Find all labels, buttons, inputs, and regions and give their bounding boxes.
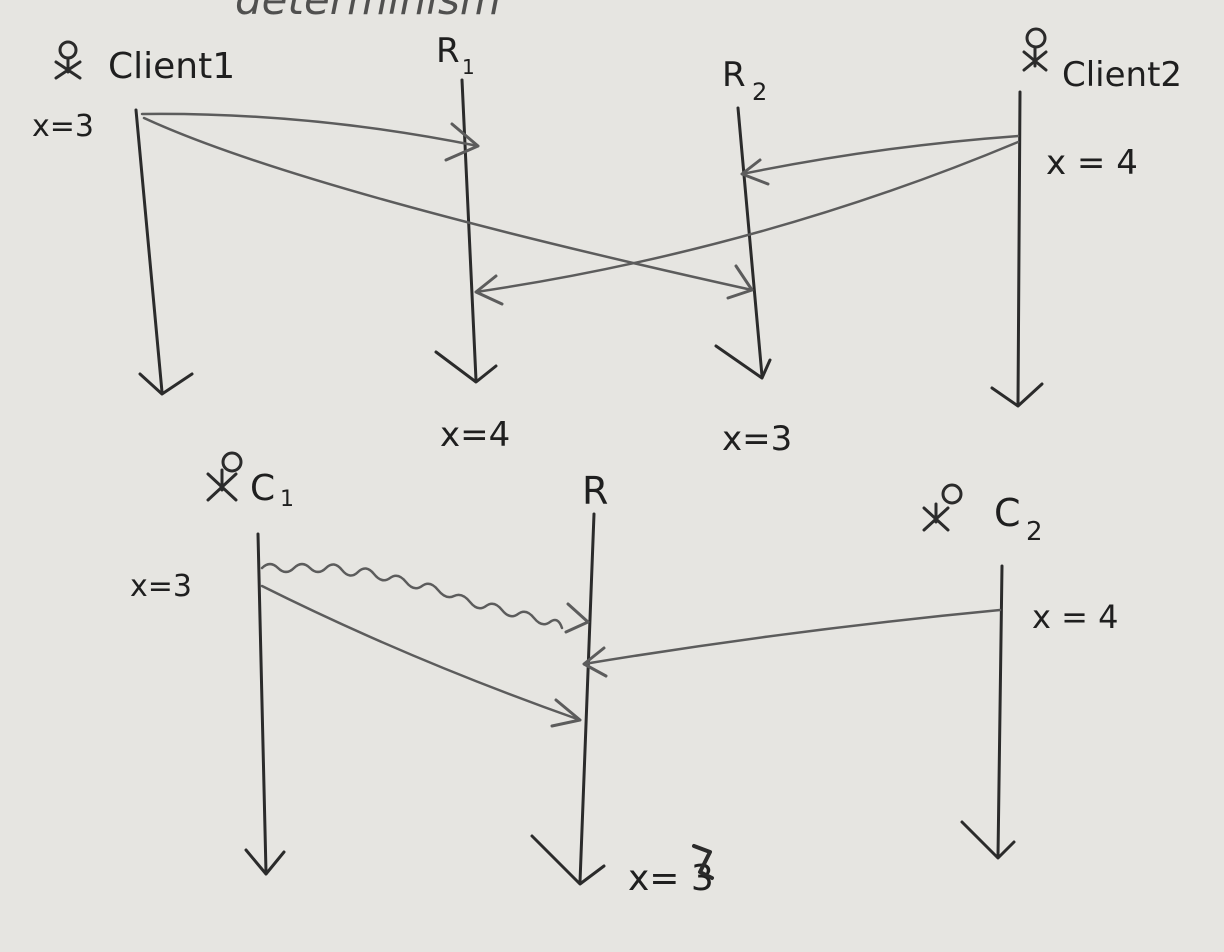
replica1-result-label: x=4 [440,415,510,455]
msg-c1-to-r-delayed [260,562,564,630]
client2-write-label: x = 4 [1046,143,1138,183]
msg-client2-to-r2-arrowhead [740,158,770,186]
replica1-subscript: 1 [462,55,475,79]
replica2-subscript: 2 [752,78,767,106]
c2-subscript: 2 [1026,517,1043,547]
c1-lifeline [256,532,268,874]
c1-label: C 1 [250,468,294,512]
replica2-lifeline [736,106,764,378]
title-fragment: determinism [235,0,501,24]
c2-lifeline-arrowhead [960,820,1016,860]
msg-c1-to-r-arrowhead [550,698,582,728]
client2-label: Client2 [1062,55,1182,95]
client2-lifeline [1016,90,1022,406]
replica2-result-label: x=3 [722,419,792,459]
c1-subscript: 1 [280,487,294,512]
msg-client2-to-r1 [474,140,1020,294]
client1-lifeline [134,108,164,394]
top-diagram: Client1 R 1 R 2 Client2 x=3 x = 4 [32,27,1182,459]
msg-client2-to-r1-arrowhead [474,274,504,306]
c2-letter: C [994,491,1021,535]
replica2-letter: R [722,55,746,95]
msg-c2-to-r [582,608,1002,666]
client1-write-label: x=3 [32,109,94,144]
r-result-label: x= 3 [628,858,714,899]
client2-actor-icon [1022,27,1048,72]
msg-c1-to-r-delayed-arrowhead [564,602,590,634]
c2-actor-icon [922,483,963,532]
r-lifeline-arrowhead [530,834,606,886]
scribble-mark [692,844,714,880]
client1-actor-icon [54,40,82,80]
client2-lifeline-arrowhead [990,382,1044,408]
bottom-diagram: C 1 R C 2 x=3 x = 4 x= 3 [130,451,1118,899]
msg-c2-to-r-arrowhead [582,646,608,678]
replica1-label: R 1 [436,31,475,79]
msg-client1-to-r2-arrowhead [726,264,754,300]
c1-write-label: x=3 [130,569,192,604]
c2-lifeline [996,564,1004,858]
c1-actor-icon [206,451,243,502]
client1-label: Client1 [108,46,235,87]
replica1-letter: R [436,31,460,71]
replica2-lifeline-arrowhead [714,344,772,380]
c2-write-label: x = 4 [1032,598,1118,636]
replica1-lifeline [460,78,478,382]
msg-client2-to-r2 [740,134,1020,176]
r-label: R [582,469,608,513]
replica2-label: R 2 [722,55,767,106]
msg-client1-to-r1 [140,112,480,148]
replica1-lifeline-arrowhead [434,350,498,384]
c2-label: C 2 [994,491,1043,547]
c1-letter: C [250,468,275,509]
c1-lifeline-arrowhead [244,848,286,876]
client1-lifeline-arrowhead [138,372,194,396]
msg-client1-to-r1-arrowhead [444,122,480,162]
msg-c1-to-r [260,584,582,722]
r-lifeline [578,512,596,884]
msg-client1-to-r2 [142,116,754,292]
